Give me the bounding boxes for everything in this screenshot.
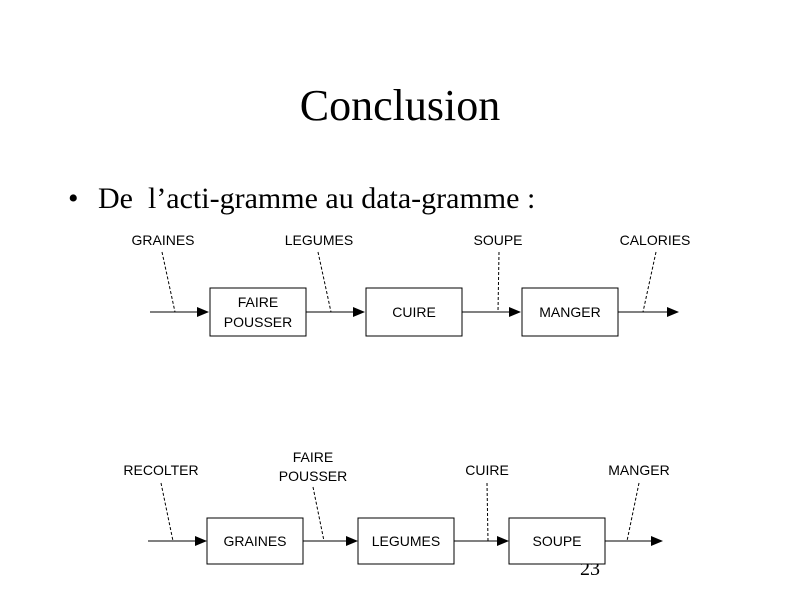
data-box-label: LEGUMES [372,533,440,549]
slide-title: Conclusion [299,81,501,130]
data-box-label: GRAINES [223,533,286,549]
flow-label: CALORIES [620,232,691,248]
process-box [209,287,307,337]
flow-label: MANGER [608,462,669,478]
flow-label: LEGUMES [285,232,353,248]
flow-label: FAIRE [293,449,333,465]
label-leader [312,486,325,542]
flow-label: RECOLTER [123,462,198,478]
label-leader [497,251,500,313]
flow-label: SOUPE [473,232,522,248]
process-box-label: FAIRE [238,294,278,310]
process-box-label: CUIRE [392,304,436,320]
process-box-label: MANGER [539,304,600,320]
bullet-text: De l’acti-gramme au data-gramme : [98,182,536,215]
data-box [508,517,606,565]
bullet-dot: • [68,182,79,215]
acti-gramme-diagram: FAIRE POUSSER CUIRE MANGER GRAINES LEGUM… [131,232,691,337]
label-leader [486,482,489,542]
flow-label: POUSSER [279,468,347,484]
label-leader [160,482,174,542]
label-leader [317,251,332,313]
data-box [357,517,455,565]
process-box [521,287,619,337]
flow-label: GRAINES [131,232,194,248]
bullet-item: • De l’acti-gramme au data-gramme : [68,182,535,216]
process-box-label: POUSSER [224,314,292,330]
label-leader [626,482,640,542]
data-box [206,517,304,565]
label-leader [642,251,657,313]
flow-label: CUIRE [465,462,509,478]
label-leader [161,251,176,313]
data-gramme-diagram: GRAINES LEGUMES SOUPE RECOLTER FAIRE POU… [123,449,670,565]
data-box-label: SOUPE [532,533,581,549]
process-box [365,287,463,337]
